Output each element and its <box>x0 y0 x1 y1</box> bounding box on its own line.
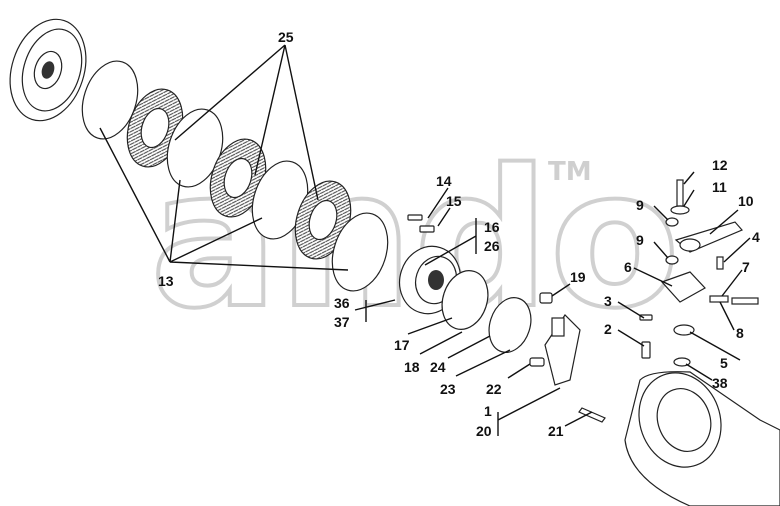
label-13: 13 <box>158 273 174 289</box>
spacer-block <box>539 292 553 304</box>
bolt-2 <box>641 341 651 359</box>
label-14: 14 <box>436 173 452 189</box>
label-20: 20 <box>476 423 492 439</box>
label-6: 6 <box>624 259 632 275</box>
label-9-upper: 9 <box>636 197 644 213</box>
label-36: 36 <box>334 295 350 311</box>
bolt-15 <box>419 225 435 233</box>
label-11: 11 <box>712 179 727 195</box>
label-25: 25 <box>278 29 294 45</box>
lever-icon <box>660 179 759 367</box>
label-17: 17 <box>394 337 410 353</box>
label-7: 7 <box>742 259 750 275</box>
seal-ring <box>441 270 489 330</box>
label-19: 19 <box>570 269 586 285</box>
label-9-lower: 9 <box>636 232 644 248</box>
label-5: 5 <box>720 355 728 371</box>
bolt-14 <box>407 214 423 221</box>
bolt-3 <box>639 314 653 321</box>
label-8: 8 <box>736 325 744 341</box>
seal-ring <box>488 297 532 353</box>
label-4: 4 <box>752 229 760 245</box>
label-21: 21 <box>548 423 564 439</box>
watermark-tm-mark: TM <box>548 157 592 187</box>
label-38: 38 <box>712 375 728 391</box>
steel-plate <box>81 60 139 140</box>
label-37: 37 <box>334 314 350 330</box>
label-24: 24 <box>430 359 446 375</box>
label-10: 10 <box>738 193 754 209</box>
label-16: 16 <box>484 219 500 235</box>
label-22: 22 <box>486 381 502 397</box>
shaft <box>529 314 581 386</box>
label-12: 12 <box>712 157 728 173</box>
pin <box>578 407 606 423</box>
friction-disc <box>209 138 267 218</box>
axle-housing-icon <box>624 371 780 506</box>
label-18: 18 <box>404 359 420 375</box>
leader-lines <box>99 44 751 436</box>
steel-plate <box>331 212 389 292</box>
label-26: 26 <box>484 238 500 254</box>
label-3: 3 <box>604 293 612 309</box>
label-23: 23 <box>440 381 456 397</box>
label-15: 15 <box>446 193 462 209</box>
label-2: 2 <box>604 321 612 337</box>
label-1: 1 <box>484 403 492 419</box>
clutch-housing-icon <box>9 18 87 122</box>
